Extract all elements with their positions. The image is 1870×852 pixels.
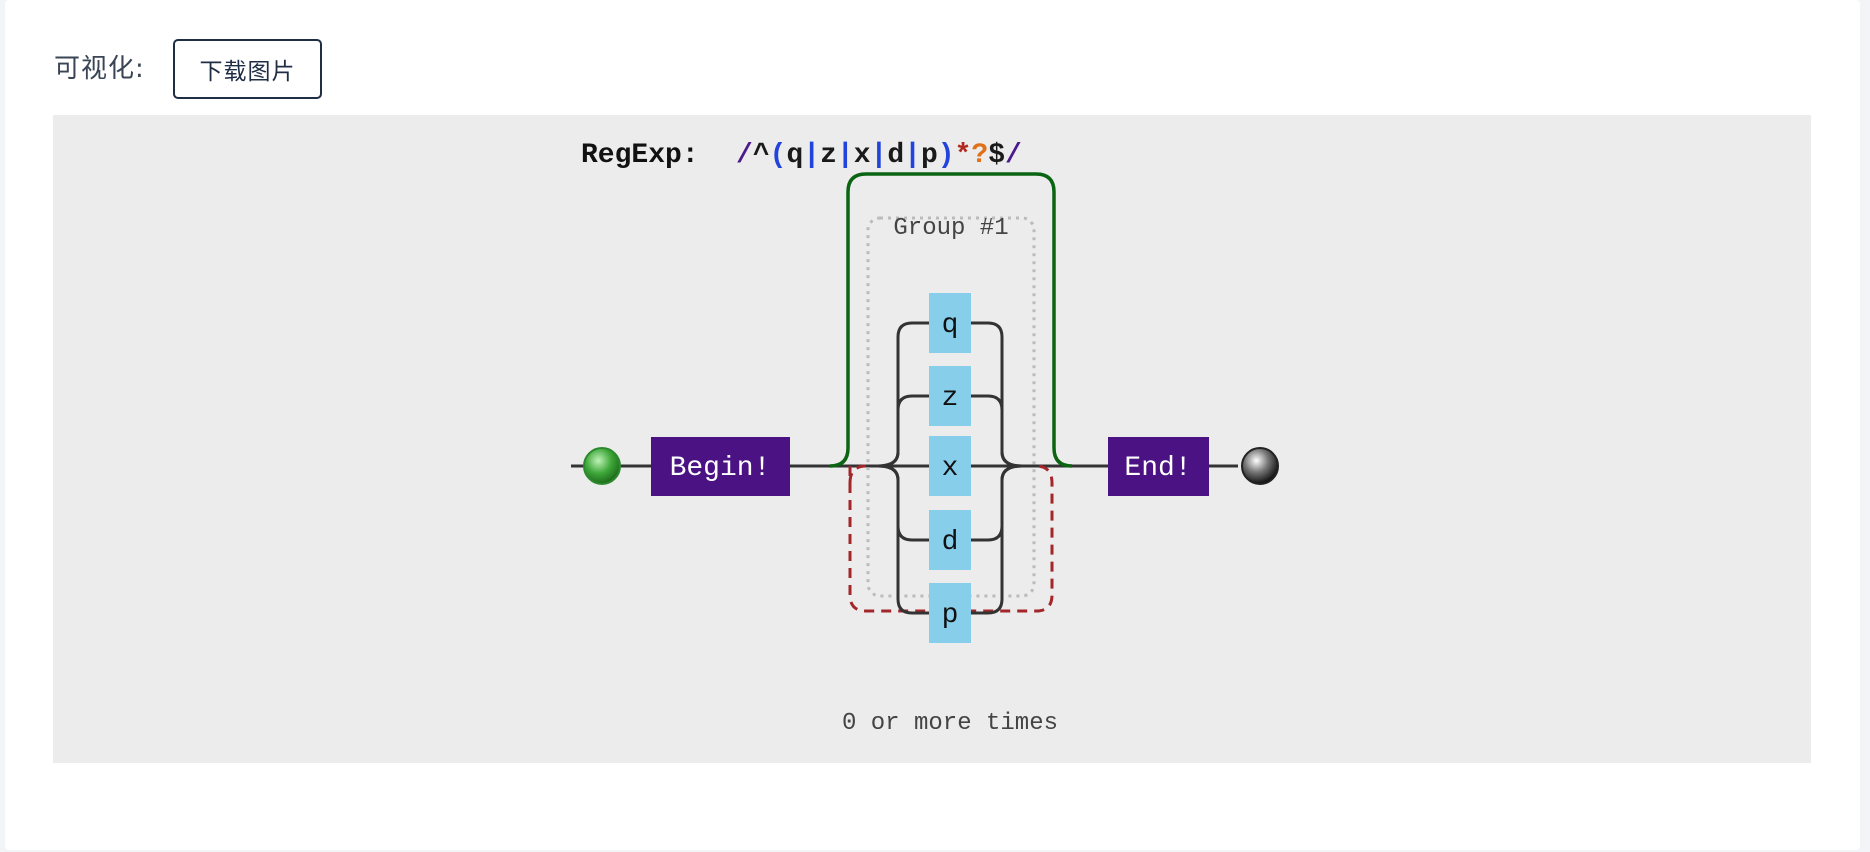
regexp-token: / [1005,140,1022,171]
regexp-token: | [904,140,921,171]
branch-out-connector [971,394,1023,468]
begin-box [651,437,790,496]
regexp-prefix: RegExp: [581,140,699,171]
alternative-char: x [942,453,959,484]
regexp-token: z [820,140,837,171]
end-node-icon [1241,447,1279,485]
alternative-char: z [942,383,959,414]
regex-railroad-diagram: RegExp: /^(q|z|x|d|p)*?$/ Group #1 qzxdp… [571,140,1279,737]
regexp-token: p [921,140,938,171]
alternative-char: q [942,310,959,341]
regexp-token: q [786,140,803,171]
alternative-box [929,510,971,570]
branch-out-connector [971,464,1023,542]
visualization-label: 可视化: [54,54,145,84]
regexp-token: ^ [753,140,770,171]
group-content-box [866,216,1036,598]
alternative-box [929,366,971,426]
regexp-token: / [736,140,753,171]
alternative-box [929,583,971,643]
alternation-branches [877,321,1023,615]
end-box [1108,437,1209,496]
group-label: Group #1 [893,215,1008,242]
alternative-char: d [942,527,959,558]
regexp-token: d [887,140,904,171]
start-node-icon [583,447,621,485]
branch-out-connector [971,464,1023,615]
download-image-button[interactable]: 下载图片 [173,39,322,99]
end-label: End! [1124,453,1191,484]
alternative-box [929,436,971,496]
regexp-token: ? [971,140,988,171]
regexp-token: ( [770,140,787,171]
regexp-token: | [871,140,888,171]
regexp-token: $ [988,140,1005,171]
regexp-pattern: /^(q|z|x|d|p)*?$/ [736,140,1022,171]
regexp-token: ) [938,140,955,171]
branch-in-connector [877,394,929,468]
alternative-box [929,293,971,353]
branch-in-connector [877,464,929,542]
regexp-token: | [837,140,854,171]
regexp-token: * [955,140,972,171]
group-1-box [829,172,1073,468]
alternative-char: p [942,600,959,631]
regexp-token: x [854,140,871,171]
branch-in-connector [877,464,929,615]
repeat-loop [848,464,1054,613]
begin-label: Begin! [670,453,771,484]
alternatives: q z x d p [929,293,971,643]
regexp-token: | [803,140,820,171]
repeat-label: 0 or more times [842,710,1058,737]
